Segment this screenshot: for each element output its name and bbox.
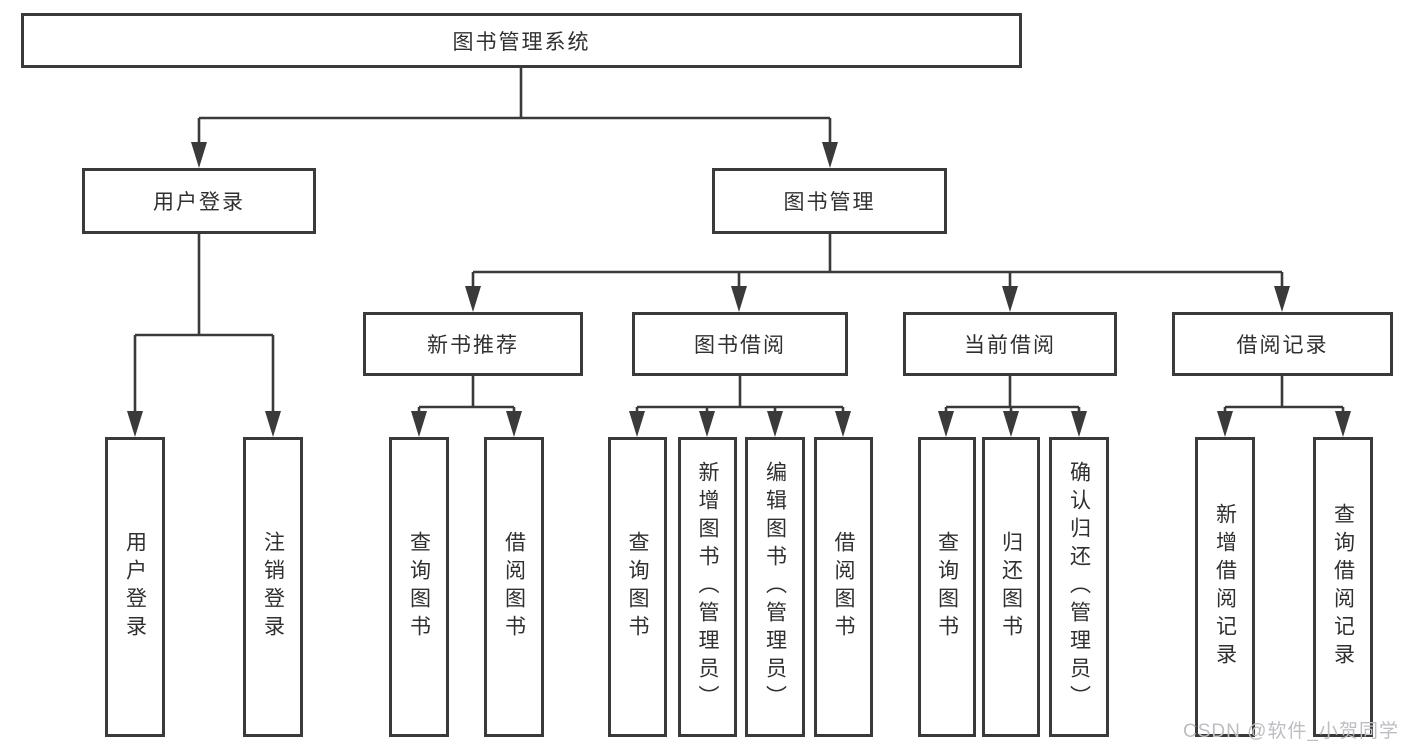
leaf-borrow-add-books-admin: 新增图书（管理员） xyxy=(678,437,737,737)
node-new-book-recommend: 新书推荐 xyxy=(363,312,583,376)
watermark: CSDN @软件_小贺同学 xyxy=(1183,721,1399,742)
leaf-logout: 注销登录 xyxy=(243,437,303,737)
leaf-newbook-borrow-books: 借阅图书 xyxy=(484,437,544,737)
arrowheads xyxy=(127,142,1351,437)
node-book-borrowing: 图书借阅 xyxy=(632,312,848,376)
node-borrow-records: 借阅记录 xyxy=(1172,312,1393,376)
node-current-borrowing: 当前借阅 xyxy=(903,312,1117,376)
node-book-management: 图书管理 xyxy=(712,168,947,234)
leaf-records-add-record: 新增借阅记录 xyxy=(1195,437,1255,737)
leaf-borrow-borrow-books: 借阅图书 xyxy=(814,437,873,737)
node-system-root: 图书管理系统 xyxy=(21,13,1022,68)
leaf-user-login: 用户登录 xyxy=(105,437,165,737)
leaf-current-return-books: 归还图书 xyxy=(982,437,1040,737)
leaf-records-query-record: 查询借阅记录 xyxy=(1313,437,1373,737)
leaf-borrow-edit-books-admin: 编辑图书（管理员） xyxy=(745,437,805,737)
leaf-borrow-query-books: 查询图书 xyxy=(608,437,667,737)
leaf-current-query-books: 查询图书 xyxy=(918,437,976,737)
leaf-newbook-query-books: 查询图书 xyxy=(389,437,449,737)
leaf-current-confirm-return-admin: 确认归还（管理员） xyxy=(1049,437,1109,737)
node-user-login: 用户登录 xyxy=(82,168,316,234)
